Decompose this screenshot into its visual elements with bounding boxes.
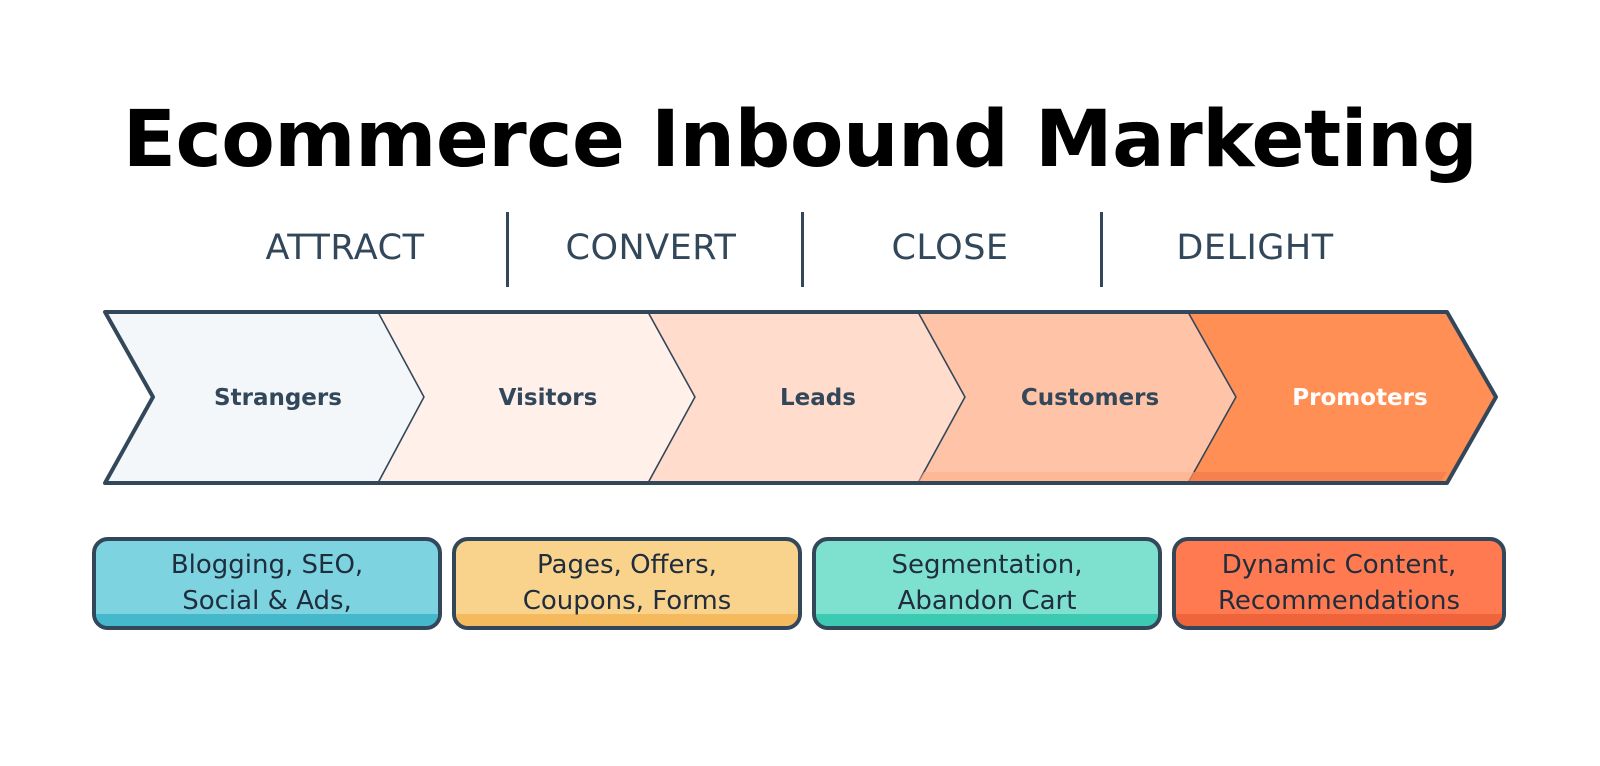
label-customers: Customers — [1020, 385, 1160, 411]
tactic-line: Blogging, SEO, — [170, 550, 364, 580]
stage-divider — [1100, 212, 1103, 287]
tactic-convert: Pages, Offers, Coupons, Forms — [452, 537, 802, 630]
tactic-text: Dynamic Content, Recommendations — [1176, 547, 1502, 619]
stage-divider — [801, 212, 804, 287]
funnel-outline — [103, 310, 1498, 485]
tactic-line: Dynamic Content, — [1221, 550, 1457, 580]
tactic-shade — [456, 614, 798, 626]
tactic-shade — [96, 614, 438, 626]
tactic-close: Segmentation, Abandon Cart — [812, 537, 1162, 630]
tactic-shade — [1176, 614, 1502, 626]
tactic-line: Pages, Offers, — [537, 550, 717, 580]
stage-close: CLOSE — [891, 228, 1009, 268]
tactic-delight: Dynamic Content, Recommendations — [1172, 537, 1506, 630]
stage-delight: DELIGHT — [1176, 228, 1334, 268]
tactic-line: Coupons, Forms — [522, 586, 732, 616]
stage-convert: CONVERT — [565, 228, 737, 268]
chevron-shade — [1188, 472, 1447, 481]
tactic-line: Social & Ads, — [182, 586, 352, 616]
tactic-line: Abandon Cart — [897, 586, 1077, 616]
tactic-attract: Blogging, SEO, Social & Ads, — [92, 537, 442, 630]
label-promoters: Promoters — [1292, 385, 1428, 411]
label-leads: Leads — [780, 385, 856, 411]
diagram-title: Ecommerce Inbound Marketing — [122, 95, 1478, 185]
stage-attract: ATTRACT — [265, 228, 425, 268]
tactic-line: Segmentation, — [891, 550, 1083, 580]
tactic-text: Pages, Offers, Coupons, Forms — [456, 547, 798, 619]
label-strangers: Strangers — [214, 385, 342, 411]
label-visitors: Visitors — [498, 385, 598, 411]
tactic-shade — [816, 614, 1158, 626]
tactic-line: Recommendations — [1217, 586, 1460, 616]
stage-divider — [506, 212, 509, 287]
tactic-text: Blogging, SEO, Social & Ads, — [96, 547, 438, 619]
tactic-text: Segmentation, Abandon Cart — [816, 547, 1158, 619]
